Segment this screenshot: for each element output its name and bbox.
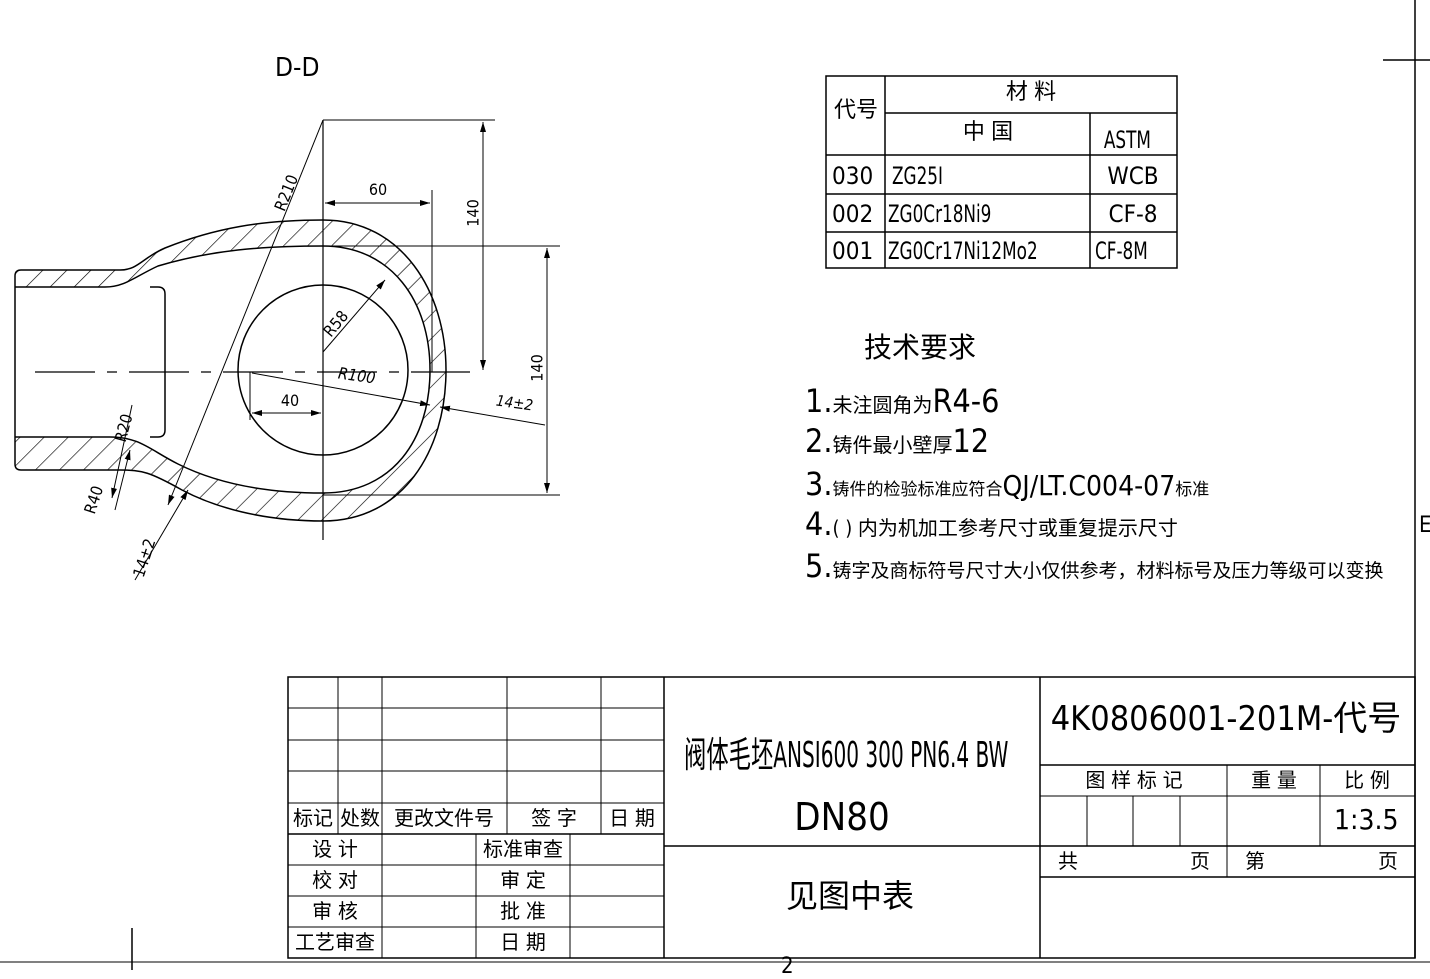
material-note: 见图中表 bbox=[785, 877, 915, 915]
rev-header-mark: 标记 bbox=[293, 806, 333, 830]
sign-date-label: 日 期 bbox=[500, 930, 546, 954]
material-china: ZG0Cr17Ni12Mo2 bbox=[888, 237, 1038, 265]
page-no-unit: 页 bbox=[1378, 849, 1398, 873]
section-label: D-D bbox=[275, 53, 320, 83]
material-china: ZG25I bbox=[892, 162, 943, 190]
neck-inner-edge bbox=[150, 286, 166, 438]
material-astm: CF-8 bbox=[1108, 200, 1158, 228]
sign-review-label: 审 核 bbox=[312, 899, 358, 923]
material-header-code: 代号 bbox=[833, 98, 879, 123]
scale-value: 1:3.5 bbox=[1334, 803, 1399, 836]
dim-140-right: 140 bbox=[527, 354, 547, 382]
material-code: 030 bbox=[832, 162, 874, 190]
rev-header-sign: 签 字 bbox=[531, 806, 577, 830]
sign-standard-label: 标准审查 bbox=[483, 837, 563, 861]
sign-authorize-label: 批 准 bbox=[500, 899, 546, 923]
requirement-item: 4.( ) 内为机加工参考尺寸或重复提示尺寸 bbox=[805, 505, 1178, 543]
rev-header-doc: 更改文件号 bbox=[394, 806, 494, 830]
requirement-item: 5.铸字及商标符号尺寸大小仅供参考，材料标号及压力等级可以变换 bbox=[805, 547, 1384, 585]
material-china: ZG0Cr18Ni9 bbox=[888, 200, 992, 228]
zone-letter: E bbox=[1419, 513, 1430, 538]
weight-label: 重 量 bbox=[1251, 768, 1297, 792]
rev-header-count: 处数 bbox=[340, 806, 380, 830]
material-astm: CF-8M bbox=[1095, 237, 1148, 265]
scale-label: 比 例 bbox=[1344, 768, 1390, 792]
part-size: DN80 bbox=[794, 795, 890, 839]
material-table-lines bbox=[825, 75, 1178, 269]
sign-check-label: 校 对 bbox=[312, 868, 358, 892]
total-pages-label: 共 bbox=[1058, 849, 1078, 873]
title-block-lines bbox=[287, 676, 1416, 959]
material-code: 001 bbox=[832, 237, 874, 265]
requirement-item: 3.铸件的检验标准应符合QJ/LT.C004-07标准 bbox=[805, 465, 1210, 503]
rev-header-date: 日 期 bbox=[609, 806, 655, 830]
drawing-mark-label: 图 样 标 记 bbox=[1085, 768, 1183, 792]
material-header-china: 中 国 bbox=[962, 120, 1014, 145]
drawing-number: 4K0806001-201M-代号 bbox=[1050, 699, 1402, 739]
valve-body-section bbox=[14, 219, 447, 522]
sign-process-label: 工艺审查 bbox=[295, 930, 375, 954]
material-header-material: 材 料 bbox=[1005, 80, 1057, 105]
dim-60: 60 bbox=[368, 180, 388, 199]
dim-140-top: 140 bbox=[463, 199, 483, 227]
requirement-item: 2.铸件最小壁厚12 bbox=[805, 422, 990, 460]
page-no-label: 第 bbox=[1245, 849, 1265, 873]
requirements-title: 技术要求 bbox=[864, 331, 977, 364]
sign-design-label: 设 计 bbox=[312, 837, 358, 861]
requirement-item: 1.未注圆角为R4-6 bbox=[805, 382, 1000, 420]
material-header-astm: ASTM bbox=[1103, 126, 1151, 154]
part-name: 阀体毛坯ANSI600 300 PN6.4 BW bbox=[684, 735, 1009, 776]
material-astm: WCB bbox=[1107, 162, 1159, 190]
total-pages-unit: 页 bbox=[1190, 849, 1210, 873]
sign-approve-label: 审 定 bbox=[500, 868, 546, 892]
dim-40: 40 bbox=[280, 391, 300, 410]
material-code: 002 bbox=[832, 200, 874, 228]
zone-number: 2 bbox=[781, 954, 794, 979]
